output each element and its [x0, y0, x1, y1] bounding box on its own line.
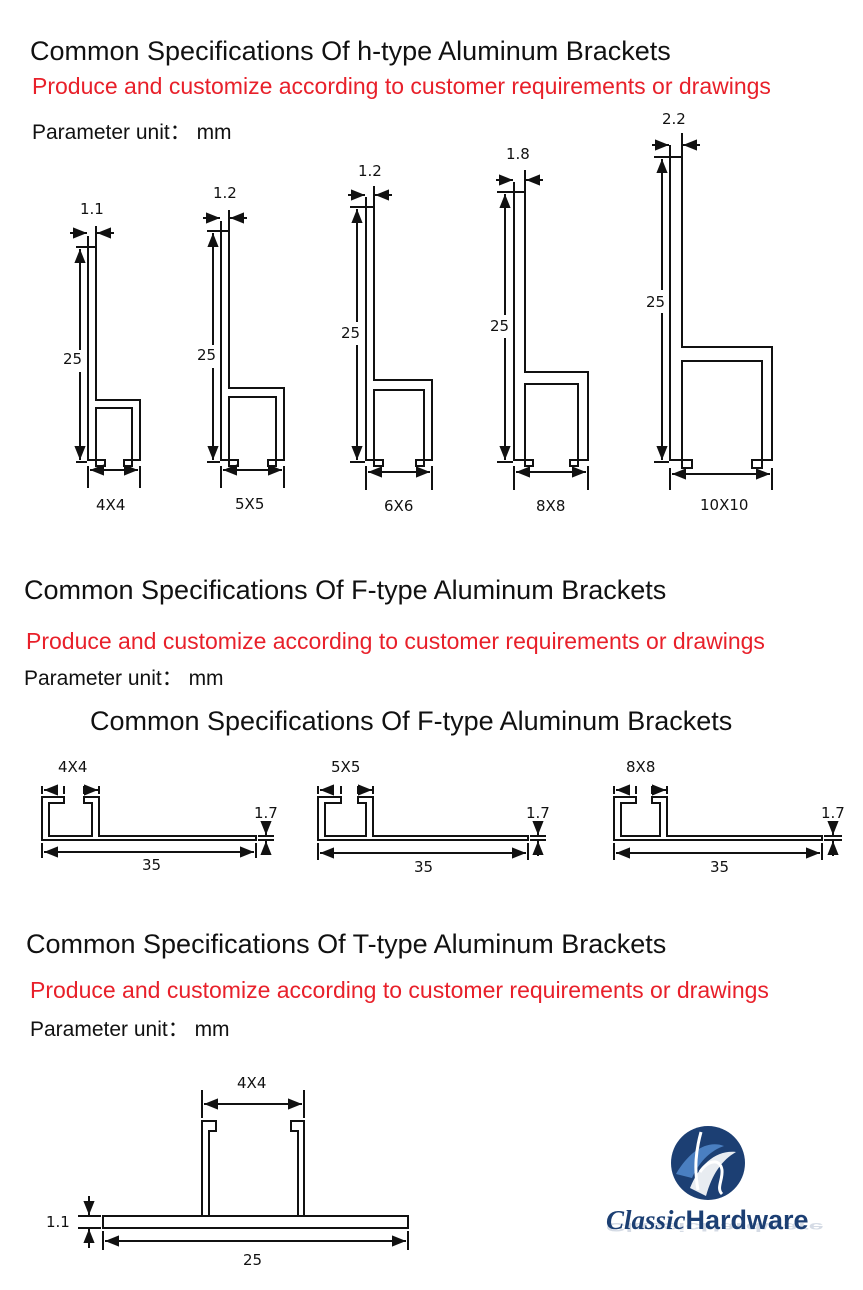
h-10x10-thickness: 2.2 [662, 110, 686, 128]
f-5x5-size: 5X5 [331, 758, 360, 776]
t-type-unit: Parameter unit： mm [30, 1018, 230, 1041]
f-type-title-secondary: Common Specifications Of F-type Aluminum… [90, 706, 733, 736]
h-6x6-size: 6X6 [384, 497, 413, 515]
t-profile-4x4 [78, 1090, 409, 1250]
logo-main-text: Hardware [685, 1205, 809, 1235]
h-5x5-size: 5X5 [235, 495, 264, 513]
logo-wordmark: ClassicHardware [606, 1205, 809, 1236]
h-6x6-thickness: 1.2 [358, 162, 382, 180]
f-type-subtitle: Produce and customize according to custo… [26, 628, 765, 654]
f-type-title: Common Specifications Of F-type Aluminum… [24, 575, 667, 605]
h-type-subtitle: Produce and customize according to custo… [32, 73, 771, 99]
h-5x5-height: 25 [197, 346, 216, 364]
t-type-subtitle: Produce and customize according to custo… [30, 977, 769, 1003]
classic-hardware-logo-icon [671, 1126, 745, 1200]
logo-reflection-script: Classic [606, 1220, 701, 1235]
f-8x8-length: 35 [710, 858, 729, 876]
f-profile-5x5 [317, 784, 546, 860]
h-type-unit: Parameter unit： mm [32, 121, 232, 144]
t-type-title: Common Specifications Of T-type Aluminum… [26, 929, 667, 959]
h-8x8-thickness: 1.8 [506, 145, 530, 163]
h-profile-4x4 [70, 226, 141, 488]
h-profile-6x6 [348, 186, 433, 490]
t-thickness: 1.1 [46, 1213, 70, 1231]
h-profile-10x10 [652, 133, 773, 490]
f-5x5-thickness: 1.7 [526, 804, 550, 822]
h-4x4-thickness: 1.1 [80, 200, 104, 218]
f-profile-4x4 [41, 784, 274, 858]
f-4x4-length: 35 [142, 856, 161, 874]
h-10x10-size: 10X10 [700, 496, 748, 514]
f-type-unit: Parameter unit： mm [24, 667, 224, 690]
h-5x5-thickness: 1.2 [213, 184, 237, 202]
h-6x6-height: 25 [341, 324, 360, 342]
h-8x8-height: 25 [490, 317, 509, 335]
f-4x4-thickness: 1.7 [254, 804, 278, 822]
logo-reflection: ClassicHardware [606, 1220, 824, 1235]
f-profile-8x8 [613, 784, 842, 860]
t-size: 4X4 [237, 1074, 266, 1092]
logo-script-text: Classic [606, 1205, 686, 1235]
t-length: 25 [243, 1251, 262, 1269]
f-5x5-length: 35 [414, 858, 433, 876]
h-profile-5x5 [203, 210, 285, 488]
h-10x10-height: 25 [646, 293, 665, 311]
f-8x8-size: 8X8 [626, 758, 655, 776]
h-4x4-size: 4X4 [96, 496, 125, 514]
h-type-title: Common Specifications Of h-type Aluminum… [30, 36, 671, 66]
logo-reflection-main: Hardware [700, 1220, 824, 1235]
f-8x8-thickness: 1.7 [821, 804, 845, 822]
h-4x4-height: 25 [63, 350, 82, 368]
f-4x4-size: 4X4 [58, 758, 87, 776]
h-8x8-size: 8X8 [536, 497, 565, 515]
h-profile-8x8 [496, 170, 589, 490]
